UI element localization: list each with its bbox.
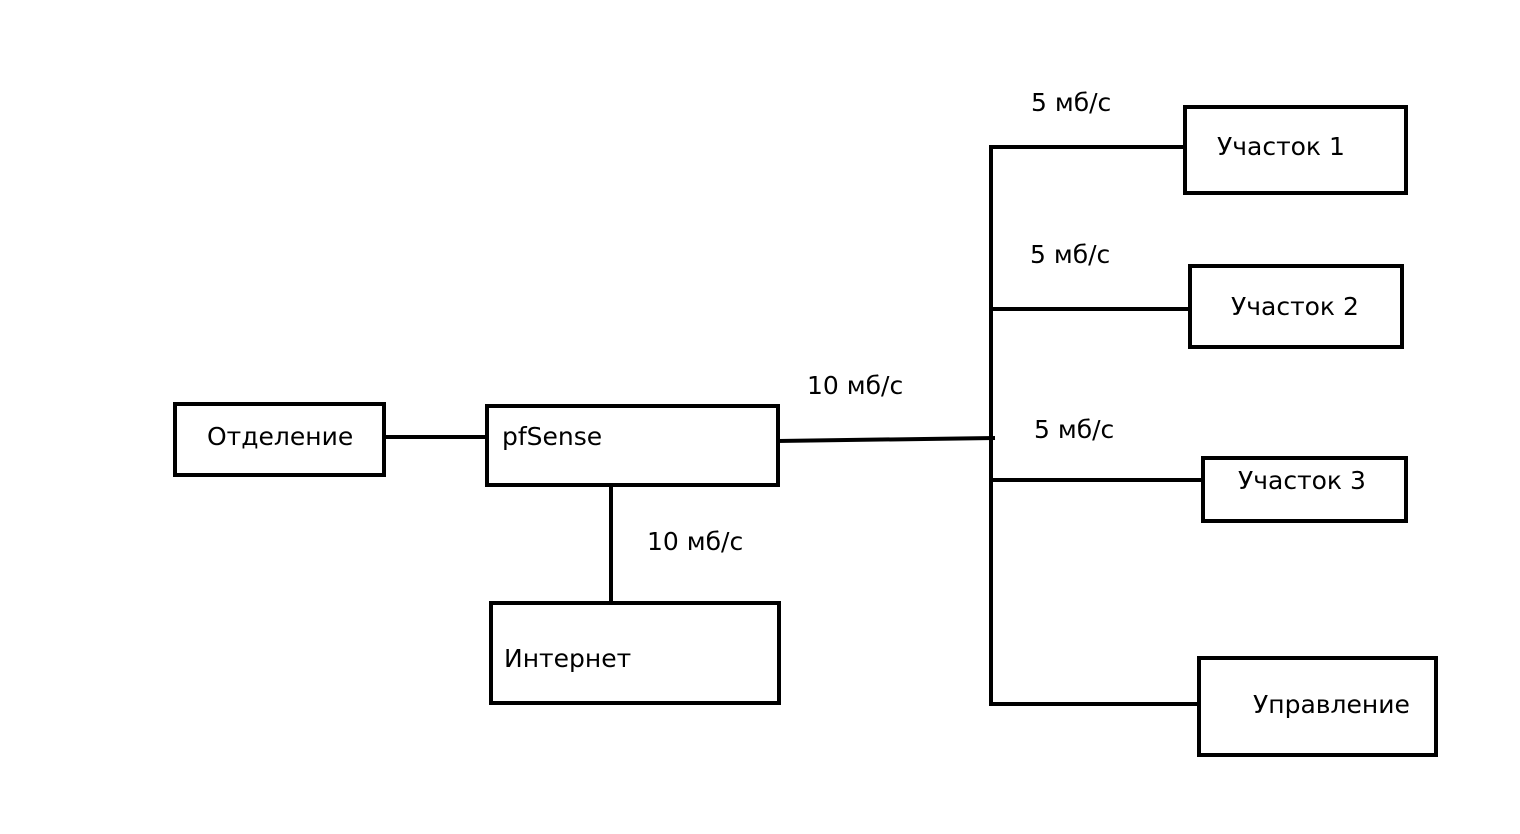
node-uchastok3: Участок 3: [1201, 456, 1408, 523]
speed-label-uchastok3: 5 мб/с: [1034, 415, 1114, 444]
node-internet: Интернет: [489, 601, 781, 705]
node-otdelenie: Отделение: [173, 402, 386, 477]
node-uchastok1-label: Участок 1: [1217, 132, 1345, 161]
node-uchastok3-label: Участок 3: [1238, 466, 1366, 495]
node-uchastok2-label: Участок 2: [1231, 292, 1359, 321]
node-uchastok1: Участок 1: [1183, 105, 1408, 195]
node-internet-label: Интернет: [504, 644, 631, 673]
speed-label-pfsense-internet: 10 мб/с: [647, 527, 743, 556]
node-upravlenie-label: Управление: [1253, 690, 1410, 719]
node-uchastok2: Участок 2: [1188, 264, 1404, 349]
node-pfsense-label: pfSense: [502, 422, 602, 451]
node-pfsense: pfSense: [485, 404, 780, 487]
speed-label-uchastok1: 5 мб/с: [1031, 88, 1111, 117]
link-pfsense-bus: [775, 435, 996, 444]
node-upravlenie: Управление: [1197, 656, 1438, 757]
speed-label-uchastok2: 5 мб/с: [1030, 240, 1110, 269]
node-otdelenie-label: Отделение: [207, 422, 353, 451]
speed-label-pfsense-bus: 10 мб/с: [807, 371, 903, 400]
